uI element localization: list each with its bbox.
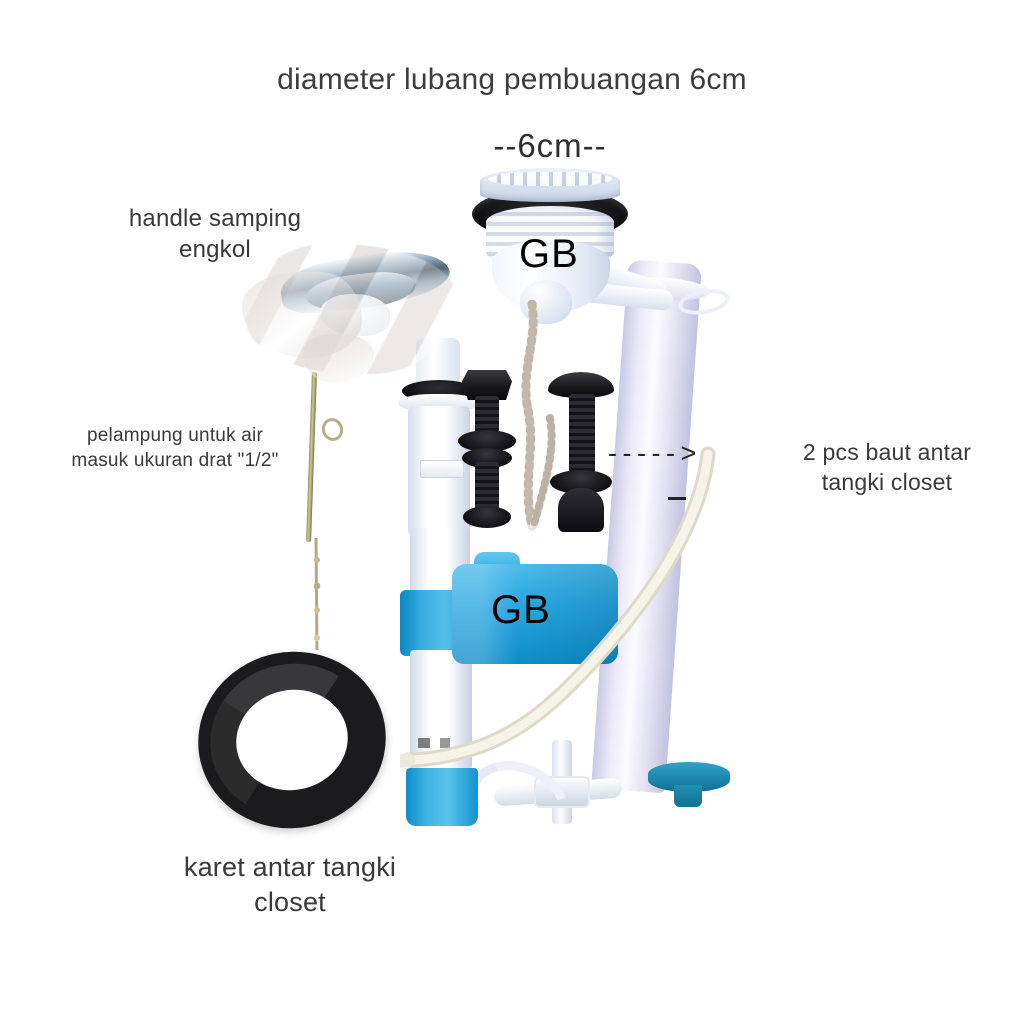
- float-rod-clip: [318, 415, 347, 444]
- fill-valve-blue-base: [406, 768, 478, 826]
- side-handle-engkol: [240, 238, 460, 388]
- flush-valve-head: [470, 168, 675, 328]
- overflow-tube: [591, 259, 742, 832]
- refill-hose: [400, 446, 716, 768]
- bolt-hex-head: [462, 370, 512, 400]
- page-title: diameter lubang pembuangan 6cm: [277, 63, 747, 96]
- foot-clamp: [534, 776, 590, 808]
- label-karet-antar-tangki: karet antar tangki closet: [183, 852, 397, 918]
- overflow-tube-outlet: [674, 785, 702, 807]
- bolt-round-cone: [558, 488, 604, 532]
- fill-valve-foot-bracket: [453, 740, 646, 864]
- float-rod-lower: [313, 538, 321, 650]
- bolt-pointer-arrow: - - - - - >: [608, 438, 696, 468]
- size-callout-6cm: --6cm--: [493, 127, 607, 164]
- fill-valve-window: [420, 460, 464, 478]
- bolt-washer-mid: [462, 448, 512, 468]
- watermark-gb-top: GB: [519, 232, 579, 276]
- fill-valve-blue-chamber: [452, 552, 618, 664]
- chamber-body: [452, 564, 618, 664]
- flapper-chain: [521, 300, 556, 531]
- handle-wrap-tail: [304, 334, 374, 382]
- bolt-washer-lower: [463, 506, 511, 528]
- bolt-shaft-upper: [475, 396, 499, 436]
- tank-bolt-round: [548, 372, 614, 532]
- fill-valve-markings: [418, 738, 464, 748]
- bolt-round-head: [548, 372, 614, 398]
- bolt-washer-upper: [458, 430, 516, 452]
- label-pelampung-drat: pelampung untuk air masuk ukuran drat "1…: [71, 425, 279, 471]
- bolt-tick-mark: [668, 497, 686, 500]
- chamber-shading: [452, 564, 618, 664]
- label-handle-samping-engkol: handle samping engkol: [128, 205, 302, 264]
- tank-gasket-ring: [181, 634, 403, 846]
- bolt-round-shaft: [569, 394, 595, 478]
- flush-valve-lock-nut: [480, 168, 620, 202]
- tank-bolt-hex: [458, 370, 516, 536]
- watermark-gb-chamber: GB: [491, 588, 551, 632]
- bolt-shaft-lower: [475, 462, 499, 512]
- label-2pcs-baut: 2 pcs baut antar tangki closet: [802, 439, 972, 495]
